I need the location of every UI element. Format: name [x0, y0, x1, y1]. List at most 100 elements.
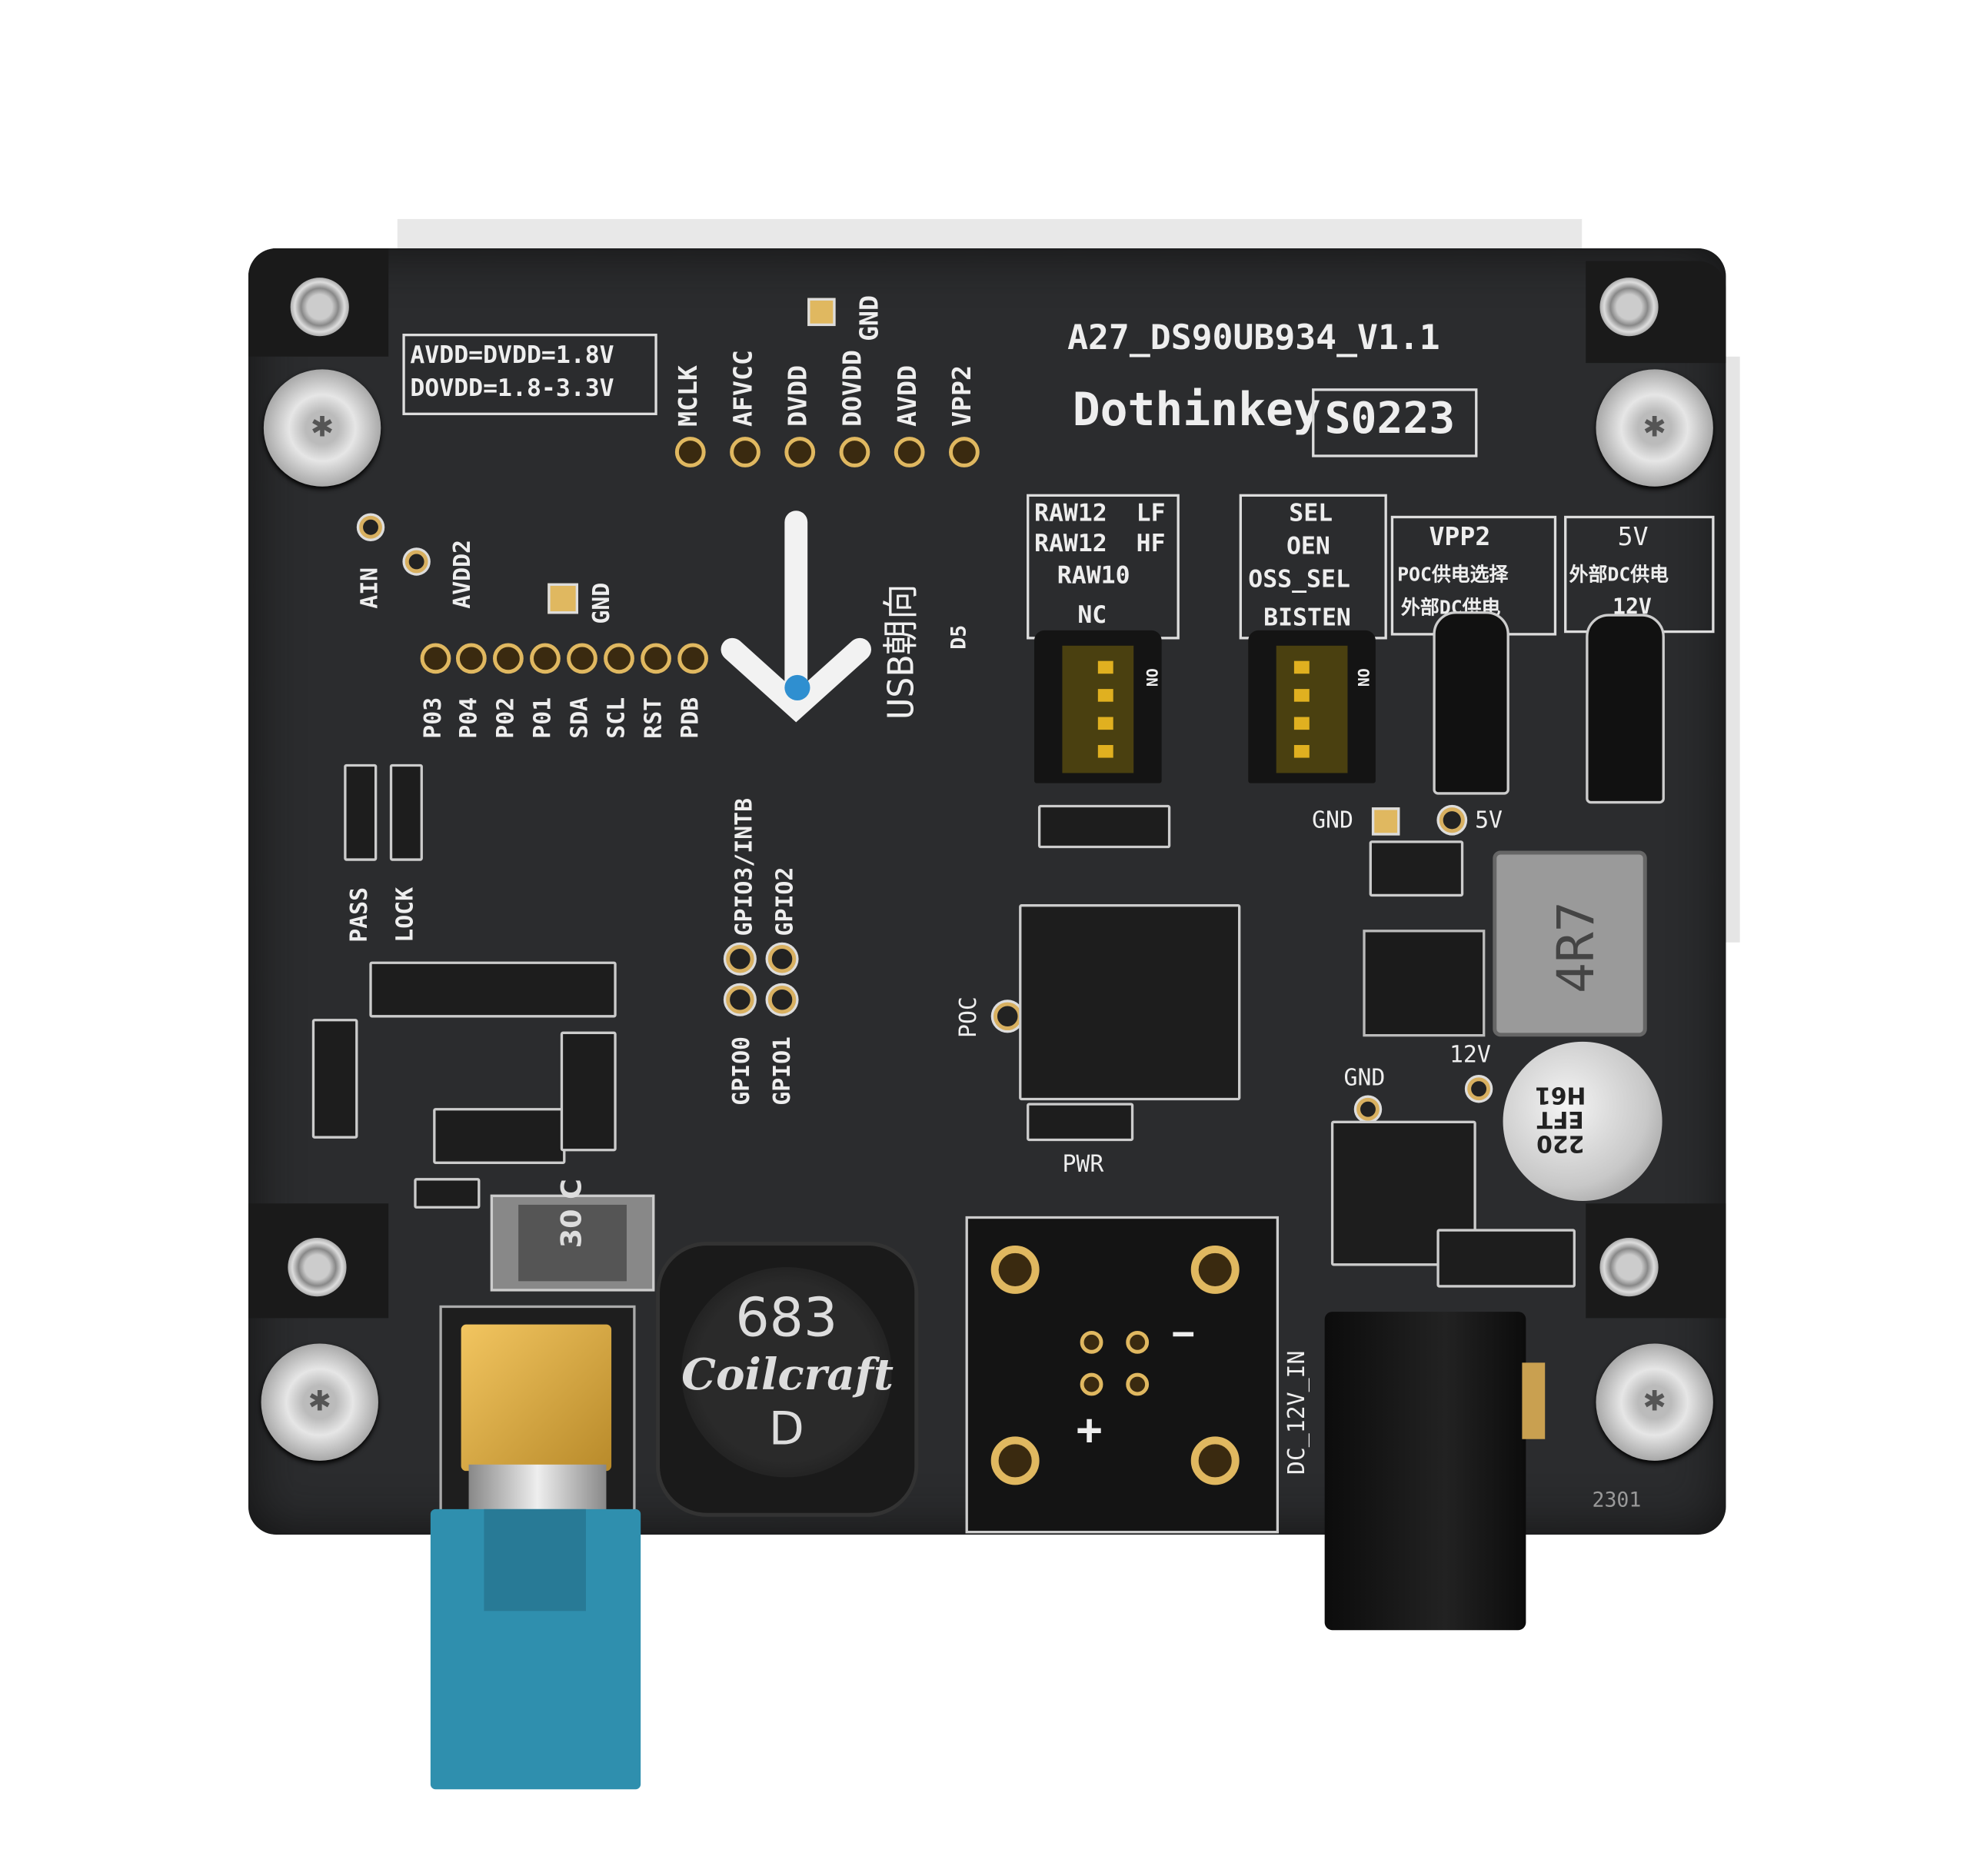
inductor-value: 683 — [735, 1286, 838, 1349]
board-brand: Dothinkey — [1072, 384, 1321, 437]
capacitor-text: 220 — [1536, 1129, 1585, 1157]
usb-direction-label: USB朝向 — [880, 584, 923, 720]
5v-legend: 5V — [1617, 521, 1649, 552]
small-pad[interactable] — [1080, 1330, 1103, 1354]
led-label: PASS — [346, 886, 374, 943]
dip1-legend: RAW12 HF — [1033, 530, 1166, 558]
vpp2-jumper[interactable] — [1433, 611, 1509, 795]
poc-pad[interactable] — [993, 1002, 1022, 1031]
mounting-hole — [1599, 278, 1659, 337]
power-pad[interactable] — [990, 1245, 1040, 1294]
inductor-4r7 — [1493, 850, 1647, 1037]
header-gnd-label: GND — [588, 582, 616, 624]
dip-on-label: ON — [1354, 668, 1373, 687]
header-pin[interactable] — [641, 643, 671, 674]
electrolytic-capacitor — [1503, 1041, 1662, 1201]
test-point-mclk[interactable] — [674, 437, 706, 467]
pin-label: AVDD — [891, 365, 923, 427]
poc-circuit — [1019, 904, 1241, 1101]
dip-on-label: ON — [1143, 668, 1161, 687]
led-pass — [344, 763, 378, 861]
small-pad[interactable] — [1126, 1330, 1150, 1354]
plus-label: + — [1076, 1405, 1103, 1456]
board-model: A27_DS90UB934_V1.1 — [1067, 318, 1440, 358]
test-point-dvdd[interactable] — [784, 437, 816, 467]
gpio-pad[interactable] — [726, 986, 754, 1014]
screw — [263, 369, 381, 487]
header-gnd-pad[interactable] — [548, 583, 579, 614]
5v-test-pad[interactable] — [1439, 807, 1465, 833]
dip-switch-1[interactable] — [1033, 630, 1162, 783]
dip2-legend: OSS_SEL — [1248, 565, 1350, 594]
dip1-legend: RAW10 — [1057, 561, 1130, 590]
gpio-pad[interactable] — [726, 945, 754, 973]
header-pin[interactable] — [455, 643, 487, 674]
header-pin[interactable] — [567, 643, 597, 674]
vpp2-legend: VPP2 — [1429, 521, 1491, 552]
power-pad[interactable] — [1190, 1245, 1240, 1294]
test-point-dovdd[interactable] — [839, 437, 870, 467]
inductor-suffix: D — [768, 1403, 804, 1456]
header-label: SDA — [567, 697, 594, 739]
header-pin[interactable] — [530, 643, 561, 674]
ain-pad[interactable] — [359, 515, 382, 539]
poc-label: POC — [955, 996, 983, 1038]
header-label: RST — [641, 697, 667, 739]
dc-power-jack[interactable] — [1324, 1312, 1526, 1631]
dc-jack-pin — [1522, 1362, 1546, 1439]
gnd-12v-pad[interactable] — [1356, 1097, 1380, 1121]
smd-array — [311, 1019, 358, 1139]
header-pin[interactable] — [420, 643, 451, 674]
screw — [1596, 369, 1713, 487]
small-pad[interactable] — [1080, 1372, 1103, 1396]
power-pad[interactable] — [990, 1436, 1040, 1485]
pwr-led — [1027, 1103, 1134, 1142]
diode — [1369, 840, 1464, 897]
header-pin[interactable] — [493, 643, 524, 674]
smd-array — [560, 1031, 617, 1152]
fakra-key — [484, 1508, 586, 1612]
gpio-pad[interactable] — [767, 986, 797, 1014]
gnd-pad[interactable] — [807, 298, 836, 327]
mounting-hole — [288, 1238, 347, 1297]
ain-label: AIN — [356, 567, 384, 609]
small-pad[interactable] — [1126, 1372, 1150, 1396]
led-lock — [389, 763, 423, 861]
voltage-note-box — [402, 333, 657, 415]
5v-label: 5V — [1475, 807, 1503, 834]
voltage-note-line: DOVDD=1.8-3.3V — [410, 374, 614, 403]
test-point-avdd[interactable] — [894, 437, 925, 467]
screw — [261, 1343, 378, 1461]
gpio-pad[interactable] — [767, 945, 797, 973]
header-pin[interactable] — [604, 643, 634, 674]
board-code: S0223 — [1324, 393, 1456, 445]
test-point-afvcc[interactable] — [730, 437, 761, 467]
capacitor-text: H61 — [1534, 1081, 1586, 1109]
header-label: PDB — [677, 697, 704, 739]
mounting-hole — [1599, 1238, 1659, 1297]
gpio-label: GPIO2 — [771, 866, 799, 936]
header-label: SCL — [604, 697, 631, 739]
regulator-ic — [1363, 930, 1486, 1037]
dip1-legend: NC — [1077, 600, 1107, 630]
resistor-array — [1037, 804, 1171, 849]
capacitor-text: EFT — [1536, 1105, 1584, 1133]
dip-switch-2[interactable] — [1248, 630, 1376, 783]
smd-diode: 30 C — [490, 1179, 655, 1292]
header-pin[interactable] — [677, 643, 708, 674]
smd-array — [414, 1178, 481, 1209]
power-pad[interactable] — [1190, 1436, 1240, 1485]
pin-label: DVDD — [782, 365, 813, 427]
12v-pad[interactable] — [1467, 1077, 1490, 1101]
5v-jumper[interactable] — [1586, 614, 1665, 804]
gpio-label: GPIO1 — [769, 1036, 797, 1106]
diode-body — [518, 1204, 627, 1282]
avdd2-pad[interactable] — [404, 550, 428, 574]
gnd-test-pad[interactable] — [1371, 807, 1400, 836]
dip2-legend: BISTEN — [1263, 604, 1351, 632]
gnd-label: GND — [1312, 807, 1353, 834]
d5-label: D5 — [946, 624, 971, 650]
test-point-vpp2[interactable] — [949, 437, 980, 467]
pin-label: VPP2 — [946, 365, 977, 427]
inductor-marking: 4R7 — [1547, 901, 1606, 993]
